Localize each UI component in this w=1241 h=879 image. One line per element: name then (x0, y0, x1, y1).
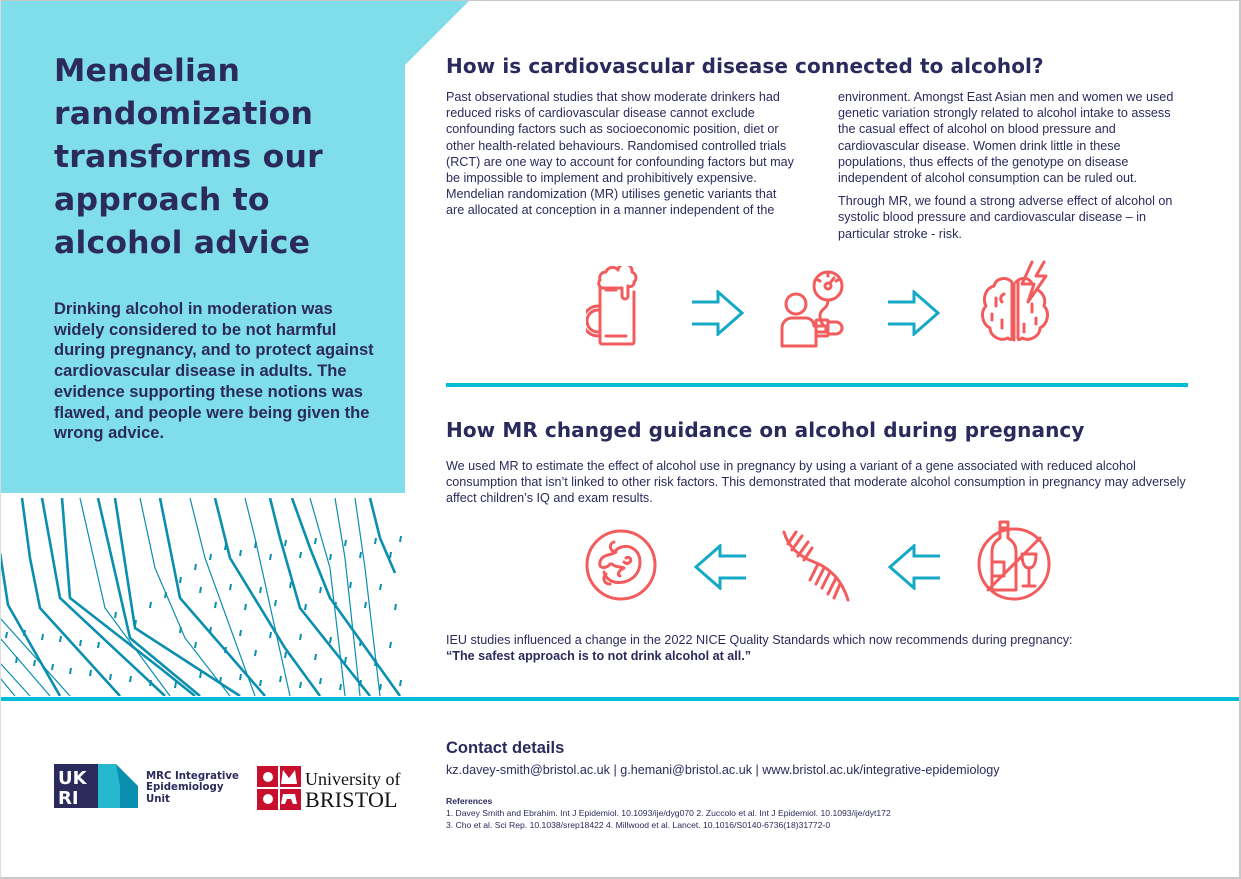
cvd-paragraph: environment. Amongst East Asian men and … (838, 90, 1174, 186)
section-title-cardiovascular: How is cardiovascular disease connected … (446, 54, 1044, 78)
reference-line: 1. Davey Smith and Ebrahim. Int J Epidem… (446, 808, 891, 818)
influence-statement: IEU studies influenced a change in the 2… (446, 633, 1073, 647)
blood-pressure-icon (780, 270, 844, 348)
brain-stroke-icon (981, 260, 1049, 342)
arrow-left-icon (888, 544, 940, 590)
hero-panel (0, 0, 472, 493)
footer-divider (0, 697, 1241, 701)
dna-icon (782, 530, 850, 602)
hero-title: Mendelian randomization transforms our a… (54, 50, 394, 265)
cvd-column-1: Past observational studies that show mod… (446, 89, 796, 219)
section-divider (446, 383, 1188, 387)
references-title: References (446, 796, 493, 806)
section-title-pregnancy: How MR changed guidance on alcohol durin… (446, 418, 1085, 442)
arrow-right-icon (692, 290, 744, 336)
hero-title-line: approach to (54, 182, 270, 218)
no-alcohol-icon (977, 520, 1051, 601)
svg-text:UK: UK (58, 768, 88, 789)
cvd-column-2: environment. Amongst East Asian men and … (838, 89, 1183, 242)
beer-mug-icon (586, 266, 638, 346)
decorative-line-pattern (0, 498, 405, 696)
ukri-logo: UK RI (54, 764, 138, 808)
hero-title-line: randomization (54, 96, 314, 132)
arrow-left-icon (694, 544, 746, 590)
university-of-bristol-wordmark: University of BRISTOL (305, 769, 401, 812)
arrow-right-icon (888, 290, 940, 336)
contact-title: Contact details (446, 739, 565, 757)
hero-background (0, 0, 470, 493)
nice-influence-text: IEU studies influenced a change in the 2… (446, 632, 1206, 664)
pregnancy-paragraph: We used MR to estimate the effect of alc… (446, 459, 1186, 506)
fetus-icon (585, 529, 657, 601)
references: References 1. Davey Smith and Ebrahim. I… (446, 795, 891, 831)
svg-text:RI: RI (58, 788, 79, 808)
hero-title-line: transforms our (54, 139, 323, 175)
bristol-crest-icon (257, 766, 301, 810)
nice-quote: “The safest approach is to not drink alc… (446, 649, 752, 664)
reference-line: 3. Cho et al. Sci Rep. 10.1038/srep18422… (446, 820, 831, 830)
hero-title-line: alcohol advice (54, 225, 311, 261)
mrc-unit-name: MRC Integrative Epidemiology Unit (146, 771, 239, 805)
cvd-paragraph: Past observational studies that show mod… (446, 90, 794, 218)
hero-title-line: Mendelian (54, 53, 241, 89)
hero-summary: Drinking alcohol in moderation was widel… (54, 300, 374, 443)
contact-details: kz.davey-smith@bristol.ac.uk | g.hemani@… (446, 763, 1000, 777)
cvd-finding-paragraph: Through MR, we found a strong adverse ef… (838, 194, 1173, 241)
